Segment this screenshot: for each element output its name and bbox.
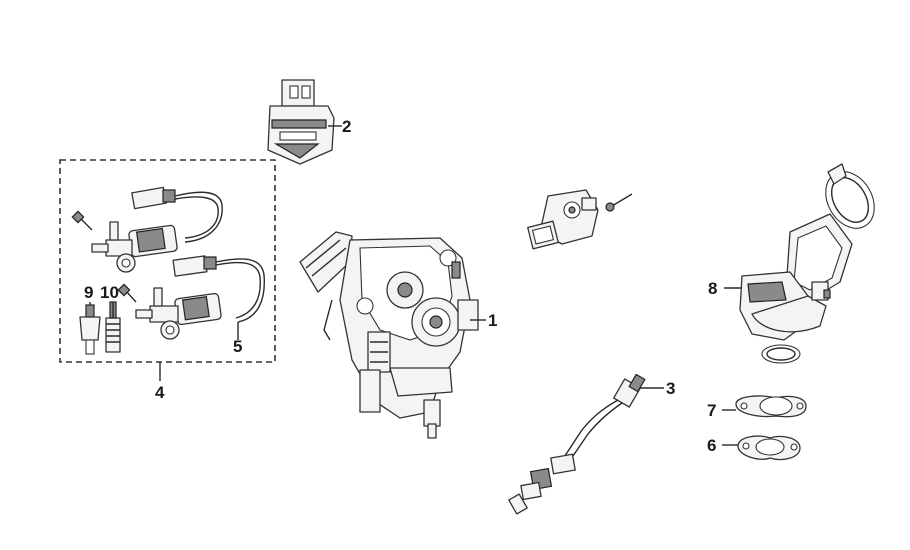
- part-3-sensor-harness: [508, 373, 646, 515]
- callout-7: 7: [707, 401, 716, 420]
- throttle-position-sensor: [527, 189, 599, 250]
- callout-4: 4: [155, 383, 165, 402]
- upper-valve-assembly: [71, 186, 223, 273]
- part-6-gasket: [737, 435, 801, 461]
- part-8-intake-manifold: [739, 163, 875, 341]
- part-9-small-filter: [79, 304, 101, 355]
- lower-valve-assembly: [135, 255, 265, 340]
- callout-3: 3: [666, 379, 675, 398]
- part-7-gasket: [735, 395, 807, 418]
- leader-lines: [89, 125, 742, 446]
- callout-1: 1: [488, 311, 497, 330]
- callout-8: 8: [708, 279, 717, 298]
- sensor-screw: [605, 193, 633, 212]
- o-ring: [761, 344, 801, 364]
- part-2-relay-module: [267, 79, 335, 165]
- callout-5: 5: [233, 337, 242, 356]
- part-10-fitting: [105, 283, 137, 353]
- callout-10: 10: [100, 283, 119, 302]
- part-1-carburetor: [299, 231, 479, 439]
- callout-6: 6: [707, 436, 716, 455]
- group-4-dashed-frame: [59, 159, 276, 363]
- callout-9: 9: [84, 283, 93, 302]
- callout-2: 2: [342, 117, 351, 136]
